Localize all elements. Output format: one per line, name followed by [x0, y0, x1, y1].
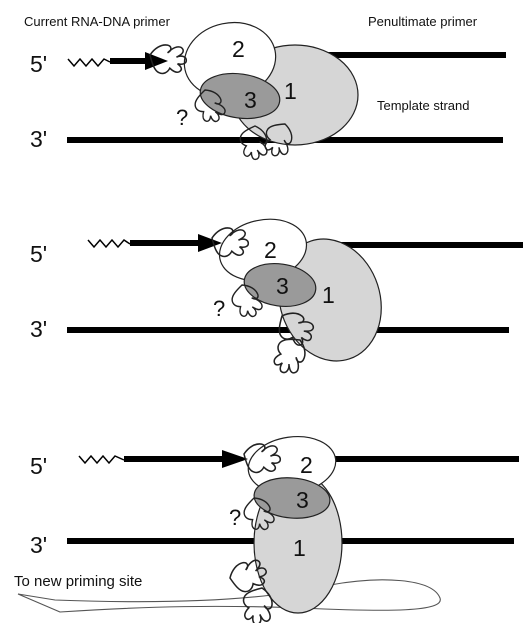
penultimate-primer: [318, 52, 506, 58]
subunit-1-label: 1: [284, 78, 297, 104]
unknown-subunit-label: ?: [176, 105, 188, 130]
penultimate-primer-label: Penultimate primer: [368, 14, 478, 29]
subunit-2-label: 2: [300, 452, 313, 478]
current-primer-label: Current RNA-DNA primer: [24, 14, 171, 29]
current-primer: [130, 240, 202, 246]
rna-zigzag: [68, 59, 110, 66]
primer-arrowhead: [198, 234, 222, 252]
panel-3: 5' 3' 2 3 1 ? To new priming site: [14, 431, 519, 623]
three-prime-label: 3': [30, 532, 47, 558]
penultimate-primer: [335, 456, 519, 462]
primer-arrowhead: [145, 52, 168, 70]
five-prime-label: 5': [30, 51, 47, 77]
subunit-1-label: 1: [293, 535, 306, 561]
subunit-3-label: 3: [296, 487, 309, 513]
five-prime-label: 5': [30, 453, 47, 479]
rna-zigzag: [88, 240, 130, 247]
panel-1: Current RNA-DNA primer Penultimate prime…: [24, 14, 506, 161]
unknown-subunit-label: ?: [213, 296, 225, 321]
unknown-subunit-label: ?: [229, 505, 241, 530]
current-primer: [124, 456, 228, 462]
template-strand-label: Template strand: [377, 98, 470, 113]
subunit-2-label: 2: [232, 36, 245, 62]
rna-zigzag: [79, 456, 124, 463]
five-prime-label: 5': [30, 241, 47, 267]
panel-2: 5' 3' 2 3 1 ?: [30, 212, 523, 378]
subunit-2-label: 2: [264, 237, 277, 263]
penultimate-primer: [338, 242, 523, 248]
new-site-label: To new priming site: [14, 573, 142, 590]
three-prime-label: 3': [30, 126, 47, 152]
subunit-3-label: 3: [276, 273, 289, 299]
three-prime-label: 3': [30, 316, 47, 342]
subunit-3-label: 3: [244, 87, 257, 113]
subunit-1-label: 1: [322, 282, 335, 308]
